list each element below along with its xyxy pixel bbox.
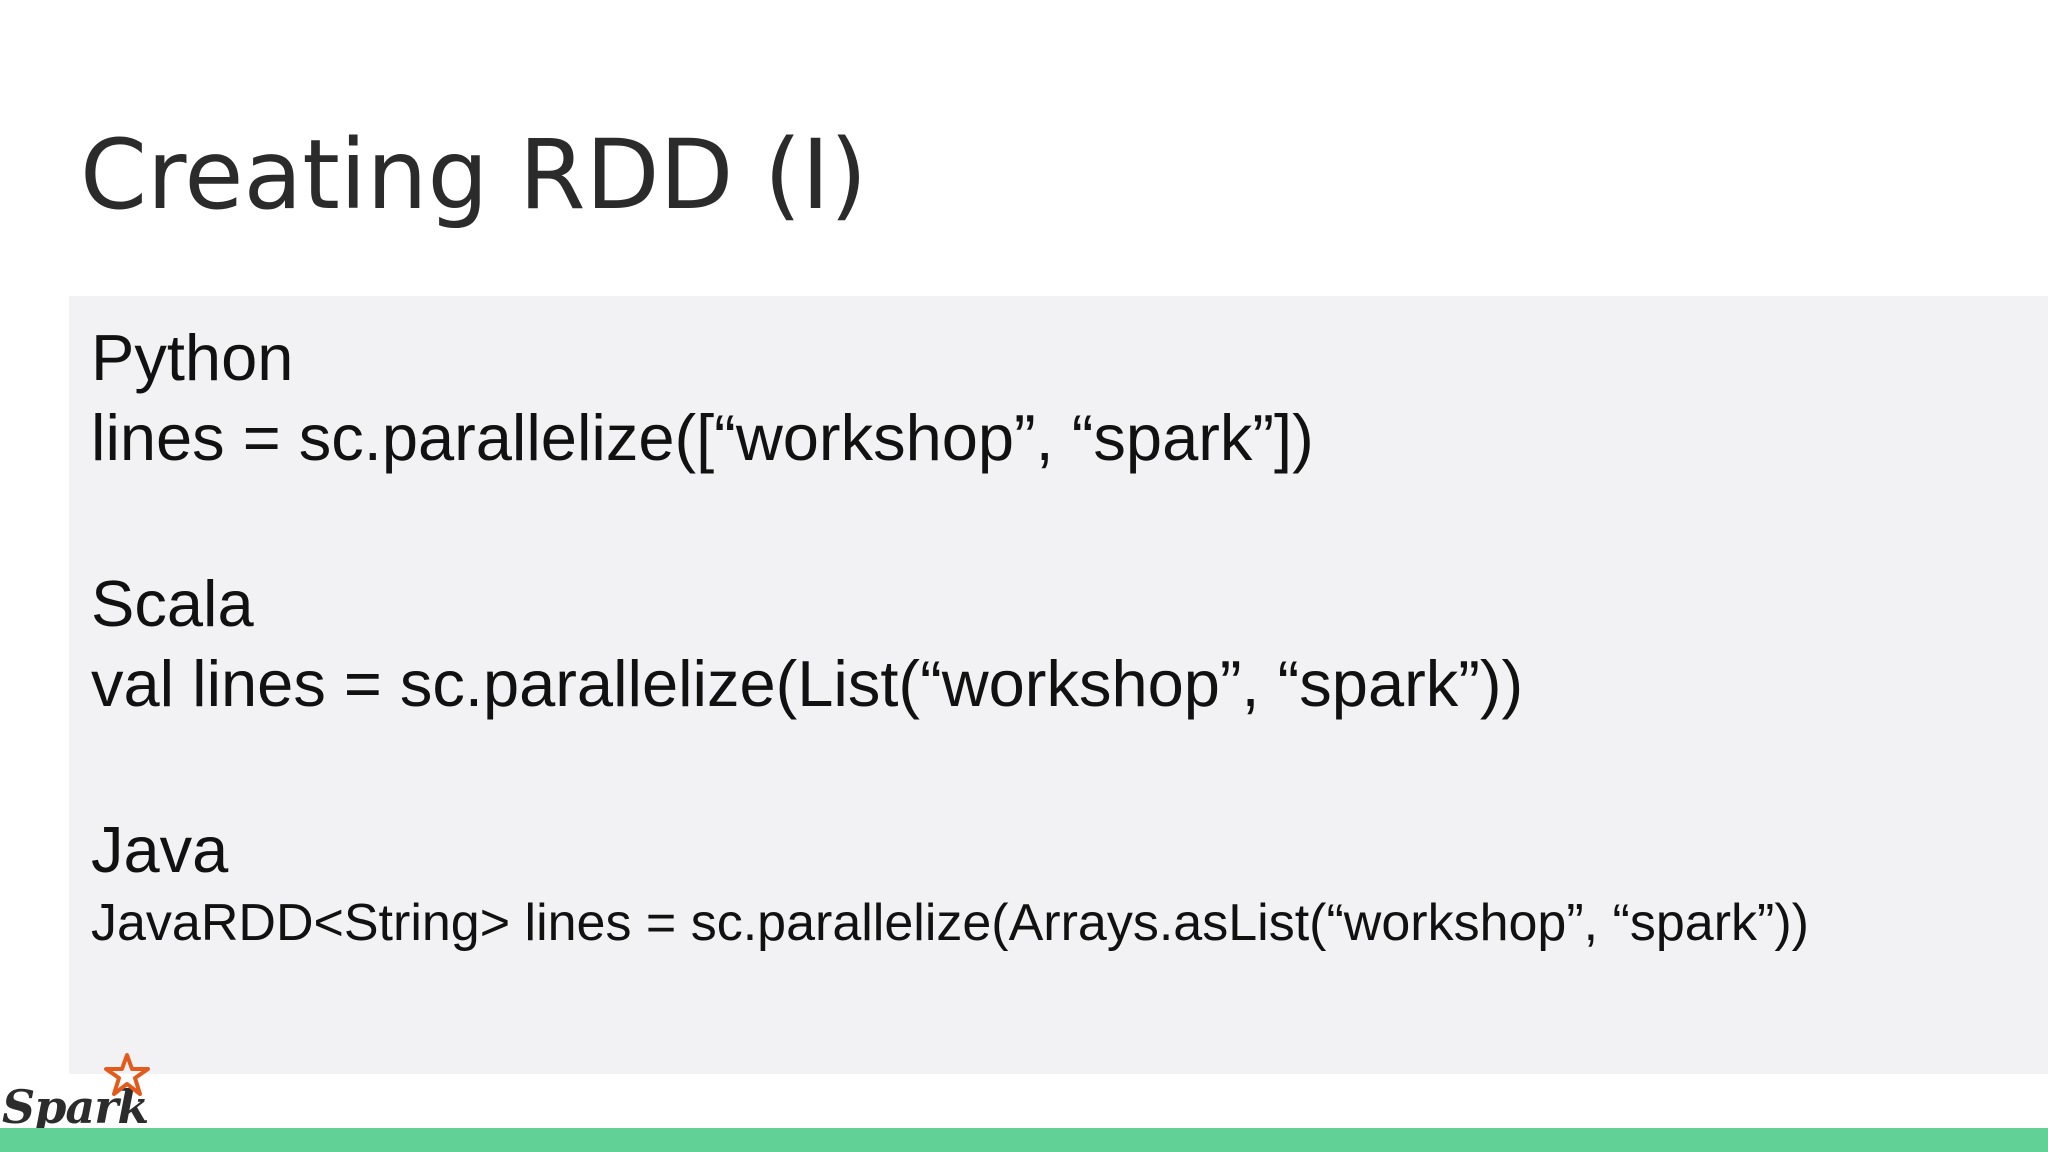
language-label-scala: Scala [91, 567, 254, 640]
bottom-accent-bar [0, 1128, 2048, 1152]
language-label-python: Python [91, 321, 294, 394]
code-line-java: JavaRDD<String> lines = sc.parallelize(A… [91, 894, 1809, 952]
slide-title: Creating RDD (I) [80, 119, 868, 231]
scala-section: Scala val lines = sc.parallelize(List(“w… [91, 564, 1523, 724]
java-section: Java JavaRDD<String> lines = sc.parallel… [91, 810, 1809, 956]
language-label-java: Java [91, 813, 229, 886]
spark-logo: Spark [0, 1040, 160, 1140]
spark-logo-text: Spark [2, 1080, 149, 1134]
python-section: Python lines = sc.parallelize([“workshop… [91, 318, 1314, 478]
spark-star-icon [104, 1053, 150, 1096]
code-line-scala: val lines = sc.parallelize(List(“worksho… [91, 647, 1524, 720]
code-panel: Python lines = sc.parallelize([“workshop… [69, 296, 2048, 1074]
code-line-python: lines = sc.parallelize([“workshop”, “spa… [91, 401, 1314, 474]
